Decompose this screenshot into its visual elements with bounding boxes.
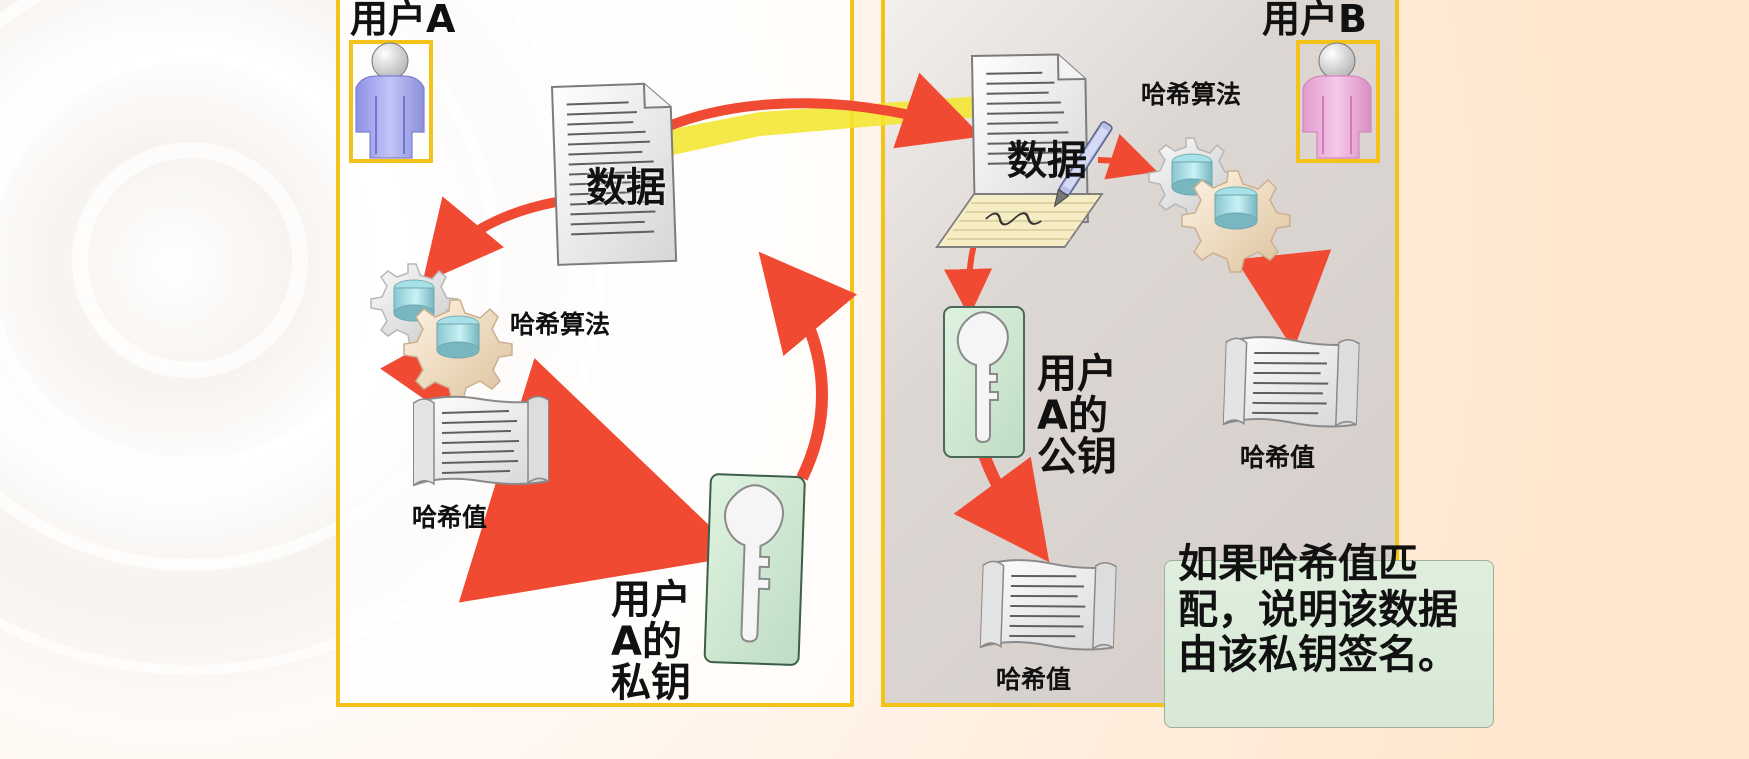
private-key-icon-a — [703, 473, 806, 666]
hash-algorithm-label-a: 哈希算法 — [510, 310, 611, 339]
scroll-icon-b-bottom — [979, 559, 1117, 651]
arrow-document-to-gears-a — [422, 196, 557, 284]
arrow-document-to-gears-b — [1097, 133, 1158, 180]
hash-value-label-b-right: 哈希值 — [1240, 443, 1316, 472]
data-label-a: 数据 — [586, 165, 666, 211]
user-b-label: 用户B — [1262, 0, 1367, 41]
hash-value-label-b-bottom: 哈希值 — [996, 665, 1072, 694]
public-key-icon-b — [943, 306, 1025, 458]
hash-algorithm-label-b: 哈希算法 — [1141, 80, 1242, 109]
gears-icon-a — [370, 263, 513, 402]
user-a-icon — [349, 40, 433, 163]
arrow-data-transfer — [667, 72, 982, 149]
pen-icon — [1053, 121, 1113, 208]
arrow-scroll-to-private-key-a — [458, 357, 742, 603]
signature-pad-icon — [935, 193, 1104, 248]
hash-value-label-a: 哈希值 — [412, 503, 488, 532]
gears-icon-b — [1148, 137, 1291, 273]
arrow-public-key-to-hash-b — [953, 452, 1050, 563]
result-text: 如果哈希值匹配，说明该数据由该私钥签名。 — [1178, 541, 1458, 679]
scroll-icon-a — [413, 395, 549, 487]
document-icon-a — [550, 82, 678, 266]
private-key-label-a: 用户A的私钥 — [611, 577, 691, 707]
scroll-icon-b-right — [1222, 336, 1360, 428]
data-label-b: 数据 — [1007, 138, 1087, 184]
arrow-private-key-to-document-a — [758, 251, 858, 481]
user-a-label: 用户A — [350, 0, 456, 41]
user-b-icon — [1296, 40, 1380, 163]
result-callout — [1164, 560, 1494, 728]
public-key-label-b: 用户A的公钥 — [1037, 351, 1117, 481]
